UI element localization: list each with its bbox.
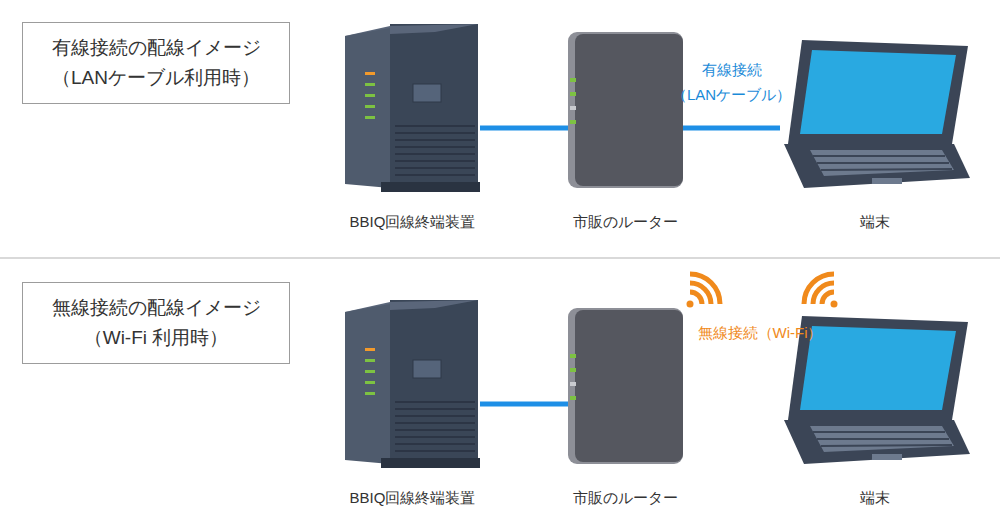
wifi-arc xyxy=(822,292,834,304)
device-caption: BBIQ回線終端装置 xyxy=(285,488,540,508)
router-illustration xyxy=(568,32,683,188)
wifi-dot xyxy=(831,301,838,308)
router-illustration xyxy=(568,308,683,464)
onu-illustration xyxy=(345,300,480,468)
heading-text: 無線接続の配線イメージ （Wi-Fi 利用時） xyxy=(31,293,281,353)
wifi-arc xyxy=(690,283,711,304)
wifi-dot xyxy=(687,301,694,308)
wifi-arc xyxy=(690,274,720,304)
lan-cable xyxy=(683,126,780,131)
onu-illustration xyxy=(345,24,480,192)
device-caption: BBIQ回線終端装置 xyxy=(285,212,540,232)
wifi-arc xyxy=(804,274,834,304)
section-divider xyxy=(0,257,1000,259)
heading-box: 無線接続の配線イメージ （Wi-Fi 利用時） xyxy=(22,282,290,364)
device-caption: 市販のルーター xyxy=(508,488,743,508)
device-caption: 端末 xyxy=(720,212,1000,232)
heading-text: 有線接続の配線イメージ （LANケーブル利用時） xyxy=(31,33,281,93)
wifi-icon xyxy=(687,274,721,308)
wifi-icon xyxy=(804,274,838,308)
laptop-terminal: 端末 xyxy=(780,40,970,188)
heading-box: 有線接続の配線イメージ （LANケーブル利用時） xyxy=(22,22,290,104)
router-device: 市販のルーター xyxy=(568,32,683,188)
router-device: 市販のルーター xyxy=(568,308,683,464)
wifi-arc xyxy=(813,283,834,304)
lan-cable xyxy=(480,126,568,131)
wifi-arc xyxy=(690,292,702,304)
connection-label: 無線接続（Wi-Fi） xyxy=(680,320,840,345)
onu-device: BBIQ回線終端装置 xyxy=(345,298,480,468)
connection-label: 有線接続 （LANケーブル） xyxy=(657,57,807,107)
onu-device: BBIQ回線終端装置 xyxy=(345,22,480,192)
laptop-illustration xyxy=(784,40,970,188)
lan-cable xyxy=(480,402,568,407)
device-caption: 市販のルーター xyxy=(508,212,743,232)
device-caption: 端末 xyxy=(720,488,1000,508)
